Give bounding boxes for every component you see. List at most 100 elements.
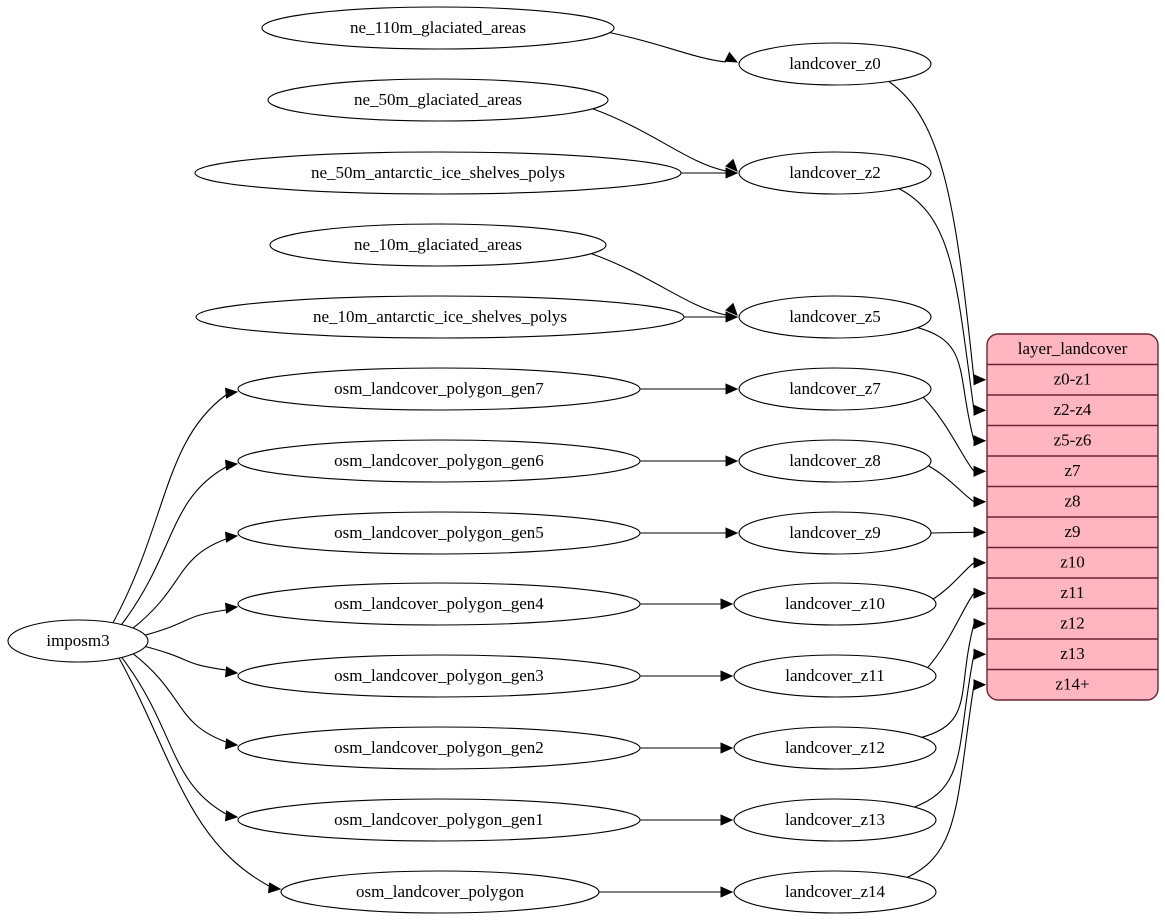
node-osm_landcover_polygon_gen6[interactable]: osm_landcover_polygon_gen6 xyxy=(237,439,641,483)
node-landcover_z0[interactable]: landcover_z0 xyxy=(738,42,932,86)
node-osm_landcover_polygon[interactable]: osm_landcover_polygon xyxy=(280,870,600,914)
node-ne_50m_glaciated_areas-label: ne_50m_glaciated_areas xyxy=(354,90,522,109)
arrow-landcover_z8-layer_landcover_z8 xyxy=(973,496,987,508)
nodes-layer: imposm3 ne_110m_glaciated_areas ne_50m_gla… xyxy=(7,6,937,914)
arrow-landcover_z13-layer_landcover_z13 xyxy=(973,648,987,660)
node-osm_landcover_polygon_gen5-label: osm_landcover_polygon_gen5 xyxy=(334,523,544,542)
edge-landcover_z14-layer_landcover_z14_ xyxy=(906,684,975,879)
node-osm_landcover_polygon_gen1-label: osm_landcover_polygon_gen1 xyxy=(334,810,544,829)
table-row-label-z9: z9 xyxy=(1064,522,1080,541)
node-landcover_z11[interactable]: landcover_z11 xyxy=(733,654,937,698)
table-row-label-z12: z12 xyxy=(1060,614,1085,633)
edge-landcover_z7-layer_landcover_z7 xyxy=(921,395,975,472)
table-row-z8[interactable]: z8 xyxy=(987,487,1158,518)
table-row-z0-z1[interactable]: z0-z1 xyxy=(987,365,1158,396)
table-row-z7[interactable]: z7 xyxy=(987,456,1158,487)
edge-imposm3-osm_landcover_polygon_gen6 xyxy=(120,466,227,626)
node-landcover_z13[interactable]: landcover_z13 xyxy=(733,798,937,842)
table-row-z10[interactable]: z10 xyxy=(987,548,1158,579)
table-row-z2-z4[interactable]: z2-z4 xyxy=(987,395,1158,426)
node-landcover_z13-label: landcover_z13 xyxy=(785,810,885,829)
arrow-imposm3-osm_landcover_polygon_gen3 xyxy=(224,666,239,678)
node-landcover_z11-shape xyxy=(733,654,937,698)
edge-imposm3-osm_landcover_polygon_gen1 xyxy=(120,656,227,815)
edges-layer xyxy=(112,32,987,898)
edge-landcover_z0-layer_landcover_z0-z1 xyxy=(887,80,975,380)
edge-landcover_z12-layer_landcover_z12 xyxy=(920,623,975,739)
node-landcover_z2[interactable]: landcover_z2 xyxy=(738,151,932,195)
node-landcover_z9[interactable]: landcover_z9 xyxy=(738,511,932,555)
table-row-z9[interactable]: z9 xyxy=(987,517,1158,548)
node-osm_landcover_polygon_gen4[interactable]: osm_landcover_polygon_gen4 xyxy=(237,582,641,626)
node-landcover_z5[interactable]: landcover_z5 xyxy=(738,295,932,339)
node-landcover_z10[interactable]: landcover_z10 xyxy=(733,582,937,626)
table-row-label-z0-z1: z0-z1 xyxy=(1054,370,1092,389)
node-landcover_z9-shape xyxy=(738,511,932,555)
node-osm_landcover_polygon_gen5[interactable]: osm_landcover_polygon_gen5 xyxy=(237,511,641,555)
node-ne_50m_glaciated_areas[interactable]: ne_50m_glaciated_areas xyxy=(267,78,609,122)
edge-imposm3-osm_landcover_polygon_gen5 xyxy=(131,538,227,630)
arrow-landcover_z10-layer_landcover_z10 xyxy=(973,557,987,569)
node-osm_landcover_polygon_gen3[interactable]: osm_landcover_polygon_gen3 xyxy=(237,654,641,698)
arrow-osm_landcover_polygon_gen6-landcover_z8 xyxy=(725,455,739,467)
node-ne_110m_glaciated_areas-label: ne_110m_glaciated_areas xyxy=(350,18,526,37)
node-osm_landcover_polygon_gen1-shape xyxy=(237,798,641,842)
table-row-label-z10: z10 xyxy=(1060,553,1085,572)
node-ne_110m_glaciated_areas[interactable]: ne_110m_glaciated_areas xyxy=(261,6,615,50)
node-landcover_z14-shape xyxy=(733,870,937,914)
node-osm_landcover_polygon_gen1[interactable]: osm_landcover_polygon_gen1 xyxy=(237,798,641,842)
arrow-osm_landcover_polygon_gen1-landcover_z13 xyxy=(720,814,734,826)
arrow-imposm3-osm_landcover_polygon_gen7 xyxy=(224,387,239,399)
node-landcover_z5-label: landcover_z5 xyxy=(789,307,881,326)
node-landcover_z7-shape xyxy=(738,367,932,411)
node-landcover_z10-label: landcover_z10 xyxy=(785,594,885,613)
arrow-imposm3-osm_landcover_polygon_gen6 xyxy=(224,459,239,471)
node-landcover_z2-label: landcover_z2 xyxy=(789,163,881,182)
node-osm_landcover_polygon_gen2[interactable]: osm_landcover_polygon_gen2 xyxy=(237,726,641,770)
arrow-landcover_z11-layer_landcover_z11 xyxy=(973,587,987,599)
table-row-z13[interactable]: z13 xyxy=(987,639,1158,670)
node-ne_10m_antarctic_ice_shelves_polys[interactable]: ne_10m_antarctic_ice_shelves_polys xyxy=(195,295,685,339)
arrow-ne_10m_antarctic_ice_shelves_polys-landcover_z5 xyxy=(725,311,739,323)
node-ne_10m_glaciated_areas-shape xyxy=(269,223,607,267)
node-ne_50m_antarctic_ice_shelves_polys-shape xyxy=(194,151,682,195)
node-landcover_z0-shape xyxy=(738,42,932,86)
node-landcover_z7-label: landcover_z7 xyxy=(789,379,881,398)
node-ne_10m_antarctic_ice_shelves_polys-label: ne_10m_antarctic_ice_shelves_polys xyxy=(313,307,567,326)
arrow-osm_landcover_polygon_gen5-landcover_z9 xyxy=(725,527,739,539)
table-row-label-z8: z8 xyxy=(1064,492,1080,511)
table-row-z14+[interactable]: z14+ xyxy=(987,670,1158,701)
node-osm_landcover_polygon_gen7-label: osm_landcover_polygon_gen7 xyxy=(334,379,544,398)
table-row-z5-z6[interactable]: z5-z6 xyxy=(987,426,1158,457)
arrow-imposm3-osm_landcover_polygon_gen2 xyxy=(224,738,239,750)
node-landcover_z14[interactable]: landcover_z14 xyxy=(733,870,937,914)
edge-ne_10m_glaciated_areas-landcover_z5 xyxy=(591,253,727,316)
arrow-ne_50m_glaciated_areas-landcover_z2 xyxy=(725,158,738,172)
table-row-label-z13: z13 xyxy=(1060,644,1085,663)
node-osm_landcover_polygon-label: osm_landcover_polygon xyxy=(356,882,525,901)
node-imposm3[interactable]: imposm3 xyxy=(7,619,149,663)
table-row-z12[interactable]: z12 xyxy=(987,609,1158,640)
node-landcover_z8[interactable]: landcover_z8 xyxy=(738,439,932,483)
node-landcover_z8-shape xyxy=(738,439,932,483)
node-ne_10m_glaciated_areas[interactable]: ne_10m_glaciated_areas xyxy=(269,223,607,267)
node-landcover_z12[interactable]: landcover_z12 xyxy=(733,726,937,770)
arrow-osm_landcover_polygon_gen7-landcover_z7 xyxy=(725,383,739,395)
table-row-z11[interactable]: z11 xyxy=(987,578,1158,609)
node-ne_50m_antarctic_ice_shelves_polys[interactable]: ne_50m_antarctic_ice_shelves_polys xyxy=(194,151,682,195)
arrow-osm_landcover_polygon_gen3-landcover_z11 xyxy=(720,670,734,682)
node-landcover_z10-shape xyxy=(733,582,937,626)
arrow-landcover_z14-layer_landcover_z14_ xyxy=(973,679,987,691)
node-landcover_z11-label: landcover_z11 xyxy=(785,666,884,685)
node-ne_10m_glaciated_areas-label: ne_10m_glaciated_areas xyxy=(354,235,522,254)
node-landcover_z8-label: landcover_z8 xyxy=(789,451,881,470)
node-osm_landcover_polygon_gen4-shape xyxy=(237,582,641,626)
table-row-label-z7: z7 xyxy=(1064,461,1081,480)
node-landcover_z7[interactable]: landcover_z7 xyxy=(738,367,932,411)
node-osm_landcover_polygon_gen7[interactable]: osm_landcover_polygon_gen7 xyxy=(237,367,641,411)
arrow-ne_110m_glaciated_areas-landcover_z0 xyxy=(724,51,739,63)
node-osm_landcover_polygon_gen6-label: osm_landcover_polygon_gen6 xyxy=(334,451,544,470)
node-osm_landcover_polygon-shape xyxy=(280,870,600,914)
